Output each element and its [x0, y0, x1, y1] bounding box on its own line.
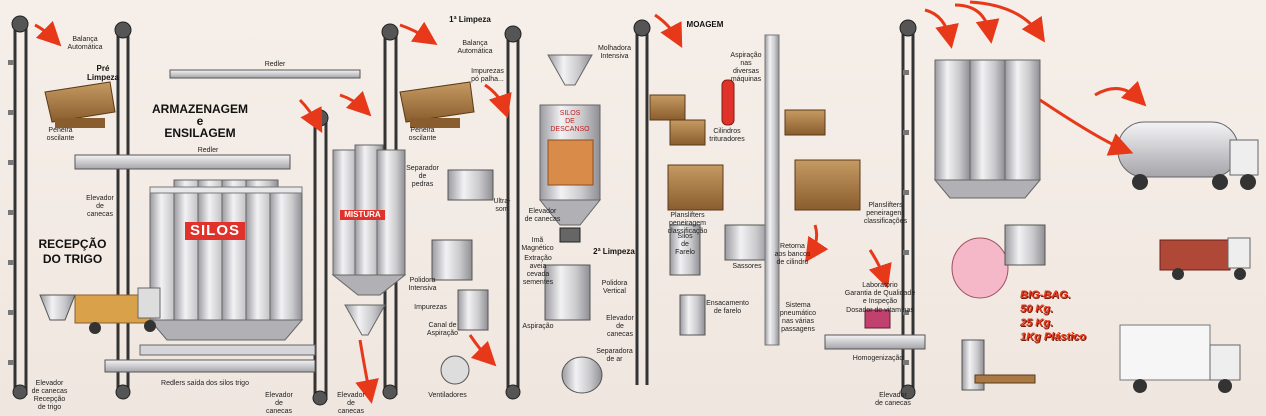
- label-impurities: Impurezas: [414, 304, 447, 311]
- label-magnetic-separator: Imã Magnético: [521, 237, 554, 252]
- label-oscillating-sieve: Peneira oscilante: [46, 127, 75, 142]
- bagging-machine: [1004, 224, 1046, 266]
- reception-truck: [74, 287, 161, 334]
- redler-conveyor: [104, 359, 316, 373]
- label-roller-mills: Cilindros trituradores: [709, 128, 745, 143]
- redler-conveyor: [169, 69, 361, 79]
- packaging-options: BIG-BAG. 50 Kg. 25 Kg. 1Kg Plástico: [1020, 289, 1087, 343]
- redler-conveyor: [74, 154, 291, 170]
- section-pre-cleaning: Pré Limpeza: [86, 64, 119, 82]
- fans: [440, 355, 470, 385]
- oscillating-sieve: [399, 81, 475, 128]
- label-reception-elevator: Elevador de canecas Recepção de trigo: [31, 380, 68, 411]
- label-bucket-elevator: Elevador de canecas: [337, 392, 365, 415]
- section-wheat-reception: RECEPÇÃO DO TRIGO: [38, 237, 107, 266]
- label-automatic-scale: Balança Automática: [457, 40, 493, 55]
- label-aspiration-channel: Canal de Aspiração: [426, 322, 459, 337]
- label-intensive-polisher: Polidora Intensiva: [408, 277, 437, 292]
- label-vertical-polisher: Polidora Vertical: [601, 280, 628, 295]
- big-bag: [951, 237, 1009, 299]
- label-fans: Ventiladores: [428, 392, 467, 399]
- label-purifiers: Sassores: [732, 263, 762, 270]
- label-bucket-elevator: Elevador de canecas: [606, 315, 634, 338]
- plansifters: [667, 159, 861, 211]
- packing-conveyor: [974, 374, 1036, 384]
- roller-mills: [649, 94, 826, 146]
- section-milling: MOAGEM: [686, 20, 724, 29]
- tanker-truck: [1117, 121, 1259, 190]
- label-resting-silos: SILOS DE DESCANSO: [550, 110, 590, 133]
- section-second-cleaning: 2ª Limpeza: [593, 247, 635, 256]
- homogenization-conveyor: [824, 334, 926, 350]
- bucket-elevator: [635, 25, 649, 385]
- label-extraction: Extração aveia cevada sementes: [522, 255, 554, 286]
- label-laboratory: Laboratório Garantia de Qualidade e Insp…: [844, 282, 916, 305]
- bucket-elevator: [506, 30, 520, 395]
- aspiration-filter: [721, 79, 735, 126]
- bucket-elevator: [13, 20, 28, 395]
- label-aspiration-machines: Aspiração nas diversas máquinas: [730, 52, 762, 83]
- section-first-cleaning: 1ª Limpeza: [449, 15, 491, 24]
- label-bucket-elevator: Elevador de canecas: [265, 392, 293, 415]
- label-vitamin-dispenser: Dosador de vitaminas: [846, 307, 914, 314]
- bran-silo: [669, 224, 701, 276]
- resting-silo: [538, 54, 602, 226]
- storage-silos: [148, 179, 304, 341]
- section-storage: ARMAZENAGEM e ENSILAGEM: [152, 102, 248, 140]
- label-aspiration: Aspiração: [522, 323, 554, 330]
- bran-bagging: [679, 294, 706, 336]
- label-bucket-elevator: Elevador de canecas: [875, 392, 911, 407]
- pneumatic-duct: [764, 34, 780, 346]
- label-ultrasound: Ultra- som: [493, 198, 511, 213]
- reception-hopper: [39, 294, 76, 321]
- label-plansifters: Planslifters peneiragem classificação: [667, 212, 708, 235]
- box-truck: [1119, 324, 1241, 393]
- label-bucket-elevator: Elevador de canecas: [86, 195, 114, 218]
- label-bran-silos: Silos de Farelo: [675, 233, 695, 256]
- bucket-elevator: [901, 25, 915, 395]
- label-silo-outlet-redlers: Redlers saída dos silos trigo: [161, 380, 249, 387]
- label-stone-separator: Separador de pedras: [406, 165, 439, 188]
- vertical-polisher: [544, 264, 591, 321]
- label-air-separator: Separadora de ar: [596, 348, 633, 363]
- purifiers: [724, 224, 771, 261]
- bucket-elevator: [313, 115, 328, 400]
- label-plansifters: Planslifters peneiragens classificações: [863, 202, 908, 225]
- label-bran-bagging: Ensacamento de farelo: [706, 300, 749, 315]
- flow-arrows: [34, 0, 1147, 404]
- vitamin-dispenser: [864, 309, 891, 329]
- flatbed-truck: [1159, 237, 1251, 280]
- label-impurities: Impurezas pó palha...: [471, 68, 504, 83]
- aspiration-channel: [457, 289, 489, 331]
- flour-silos: [933, 59, 1042, 199]
- label-homogenization: Homogenização: [852, 355, 904, 362]
- label-bucket-elevator: Elevador de canecas: [524, 208, 561, 223]
- label-return-rollers: Retorna aos bancos de cilindro: [774, 243, 811, 266]
- redler-conveyor: [139, 344, 316, 356]
- label-mixing: MISTURA: [340, 210, 385, 220]
- label-silos: SILOS: [185, 222, 245, 240]
- label-automatic-scale: Balança Automática: [67, 36, 103, 51]
- oscillating-sieve: [44, 81, 116, 128]
- mixing-silos: [331, 144, 407, 336]
- bucket-elevator: [116, 25, 130, 395]
- intensive-polisher: [431, 239, 473, 281]
- magnetic-separator: [559, 227, 581, 243]
- air-separator: [561, 356, 603, 394]
- label-pneumatic-system: Sistema pneumático nas várias passagens: [779, 302, 817, 333]
- label-redler: Redler: [197, 147, 219, 154]
- label-redler: Redler: [264, 61, 286, 68]
- label-intensive-dampener: Molhadora Intensiva: [597, 45, 632, 60]
- stone-separator: [447, 169, 494, 201]
- label-oscillating-sieve: Peneira oscilante: [408, 127, 437, 142]
